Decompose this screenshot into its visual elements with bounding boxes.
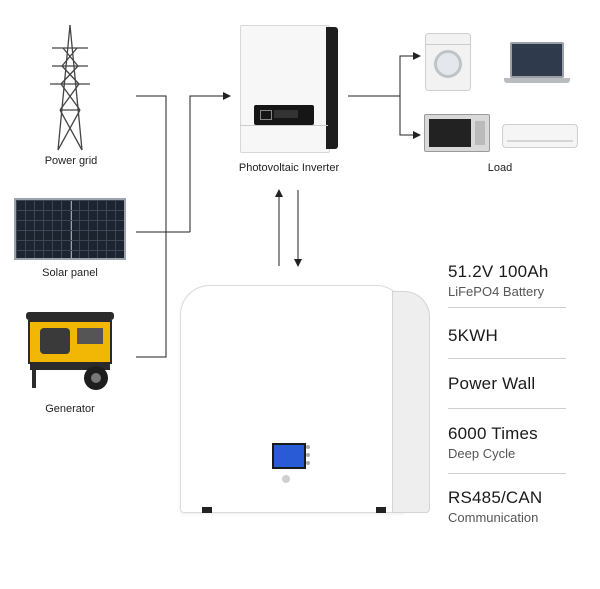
spec-item-communication: RS485/CAN Communication bbox=[448, 488, 588, 525]
spec-divider bbox=[448, 473, 566, 474]
spec-divider bbox=[448, 358, 566, 359]
inverter-icon bbox=[240, 25, 338, 153]
laptop-icon bbox=[504, 42, 570, 90]
spec-item-capacity: 51.2V 100Ah LiFePO4 Battery bbox=[448, 262, 588, 299]
inverter-label: Photovoltaic Inverter bbox=[238, 162, 340, 174]
battery-icon bbox=[180, 285, 430, 513]
spec-divider bbox=[448, 408, 566, 409]
load-upper-arrow bbox=[399, 52, 421, 96]
spec-subtitle: LiFePO4 Battery bbox=[448, 284, 545, 299]
spec-title: 6000 Times bbox=[448, 424, 538, 443]
spec-item-cycles: 6000 Times Deep Cycle bbox=[448, 424, 588, 461]
solar-panel-label: Solar panel bbox=[42, 267, 98, 279]
microwave-icon bbox=[424, 114, 490, 152]
spec-title: 5KWH bbox=[448, 326, 498, 345]
solar-panel-icon bbox=[14, 198, 126, 260]
spec-subtitle: Communication bbox=[448, 510, 539, 525]
spec-title: RS485/CAN bbox=[448, 488, 543, 507]
generator-label: Generator bbox=[45, 403, 95, 415]
air-conditioner-icon bbox=[502, 124, 578, 148]
to-inverter-line bbox=[189, 92, 231, 232]
spec-item-energy: 5KWH bbox=[448, 326, 588, 346]
power-grid-label: Power grid bbox=[44, 155, 98, 167]
washing-machine-icon bbox=[425, 33, 471, 91]
spec-title: Power Wall bbox=[448, 374, 536, 393]
load-label: Load bbox=[487, 162, 513, 174]
generator-icon bbox=[22, 310, 118, 392]
grid-line bbox=[136, 95, 167, 358]
spec-subtitle: Deep Cycle bbox=[448, 446, 516, 461]
spec-item-type: Power Wall bbox=[448, 374, 588, 394]
load-lower-arrow bbox=[399, 96, 421, 139]
spec-title: 51.2V 100Ah bbox=[448, 262, 549, 281]
spec-divider bbox=[448, 307, 566, 308]
